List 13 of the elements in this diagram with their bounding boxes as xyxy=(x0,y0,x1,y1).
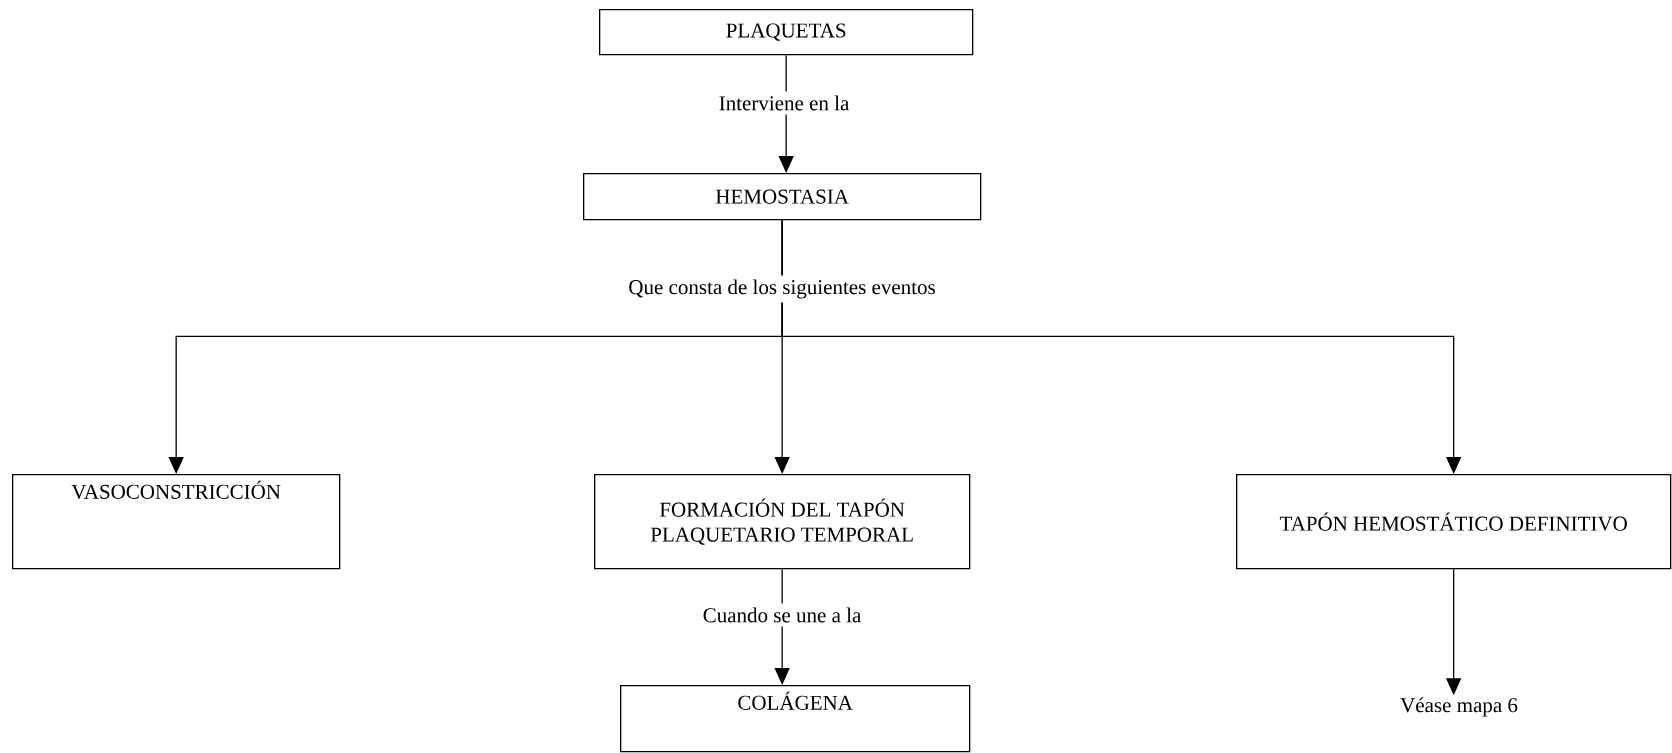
edge-label: Cuando se une a la xyxy=(698,603,866,627)
edge-label: Que consta de los siguientes eventos xyxy=(624,275,940,303)
process-box: FORMACIÓN DEL TAPÓN PLAQUETARIO TEMPORAL xyxy=(594,474,971,570)
process-box: HEMOSTASIA xyxy=(583,173,982,221)
arrow xyxy=(774,568,790,685)
arrow xyxy=(781,219,1462,474)
arrow xyxy=(778,54,794,173)
process-box: VASOCONSTRICCIÓN xyxy=(12,474,341,570)
edge-label: Interviene en la xyxy=(714,91,854,115)
process-box: COLÁGENA xyxy=(620,685,971,753)
process-box: TAPÓN HEMOSTÁTICO DEFINITIVO xyxy=(1236,474,1672,570)
process-box: PLAQUETAS xyxy=(599,9,974,56)
note-text: Véase mapa 6 xyxy=(1400,697,1518,717)
